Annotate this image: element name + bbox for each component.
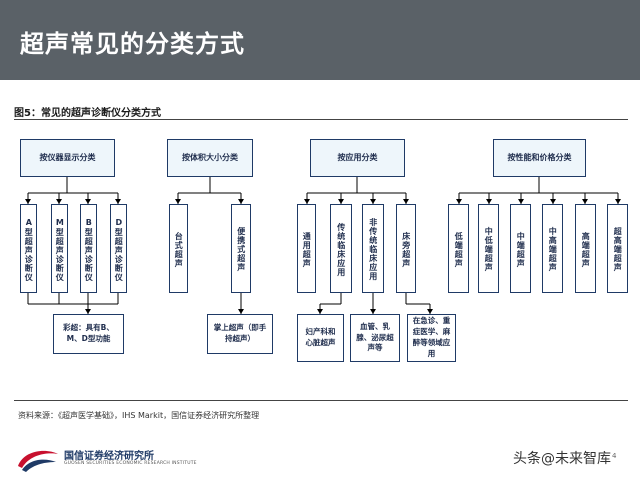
application-item-label: 通用超声 bbox=[302, 231, 312, 268]
arrowhead bbox=[304, 199, 310, 204]
arrowhead bbox=[403, 199, 409, 204]
arrowhead bbox=[456, 199, 462, 204]
watermark-text: 头条@未来智库 bbox=[513, 451, 611, 467]
application-item-label: 床旁超声 bbox=[401, 231, 411, 268]
footer-rule bbox=[14, 400, 628, 401]
display-item-label: D型超声诊断仪 bbox=[114, 217, 124, 282]
arrowhead bbox=[85, 309, 91, 314]
category-size: 按体积大小分类 bbox=[167, 139, 253, 177]
display-item-label: A型超声诊断仪 bbox=[24, 217, 34, 282]
display-note-color-doppler: 彩超：具有B、M、D型功能 bbox=[53, 314, 124, 354]
performance-item-label: 超高端超声 bbox=[613, 227, 623, 272]
display-item-d: D型超声诊断仪 bbox=[110, 204, 127, 293]
display-item-b: B型超声诊断仪 bbox=[80, 204, 97, 293]
arrowhead bbox=[582, 199, 588, 204]
arrowhead bbox=[518, 199, 524, 204]
arrowhead bbox=[85, 199, 91, 204]
page-number: 4 bbox=[612, 452, 617, 460]
figure-caption: 图5：常见的超声诊断仪分类方式 bbox=[14, 108, 161, 119]
logo-text-en: GUOSEN SECURITIES ECONOMIC RESEARCH INST… bbox=[64, 461, 197, 466]
display-item-label: M型超声诊断仪 bbox=[55, 217, 65, 282]
arrowhead bbox=[175, 199, 181, 204]
size-item-label: 便携式超声 bbox=[236, 227, 246, 272]
performance-item-high: 高端超声 bbox=[575, 204, 596, 293]
performance-item-mid-high: 中高端超声 bbox=[542, 204, 563, 293]
application-item-label: 传统临床应用 bbox=[336, 222, 346, 277]
performance-item-label: 低端超声 bbox=[454, 231, 464, 268]
size-item-label: 台式超声 bbox=[174, 231, 184, 268]
arrowhead bbox=[615, 199, 621, 204]
size-note-handheld: 掌上超声（即手持超声） bbox=[207, 314, 273, 354]
arrowhead bbox=[25, 199, 31, 204]
performance-item-label: 高端超声 bbox=[581, 231, 591, 268]
arrowhead bbox=[550, 199, 556, 204]
application-note-obstetric-cardiac: 妇产科和心脏超声 bbox=[297, 314, 344, 362]
size-item-portable: 便携式超声 bbox=[231, 204, 251, 293]
arrowhead bbox=[370, 199, 376, 204]
performance-item-label: 中高端超声 bbox=[548, 227, 558, 272]
page-title: 超声常见的分类方式 bbox=[20, 30, 245, 58]
size-item-desktop: 台式超声 bbox=[169, 204, 188, 293]
arrowhead bbox=[238, 199, 244, 204]
logo-text-cn: 国信证券经济研究所 bbox=[64, 451, 154, 462]
category-performance: 按性能和价格分类 bbox=[493, 139, 586, 177]
arrowhead bbox=[56, 199, 62, 204]
application-item-general: 通用超声 bbox=[297, 204, 316, 293]
application-note-emergency: 在急诊、重症医学、麻醉等领域应用 bbox=[407, 314, 456, 362]
display-item-label: B型超声诊断仪 bbox=[84, 217, 94, 282]
arrowhead bbox=[317, 309, 323, 314]
arrowhead bbox=[486, 199, 492, 204]
arrowhead bbox=[115, 199, 121, 204]
caption-rule bbox=[14, 119, 628, 120]
arrowhead bbox=[338, 199, 344, 204]
arrowhead bbox=[238, 309, 244, 314]
performance-item-mid-low: 中低端超声 bbox=[478, 204, 499, 293]
application-note-vascular: 血管、乳腺、泌尿超声等 bbox=[350, 314, 400, 362]
performance-item-label: 中低端超声 bbox=[484, 227, 494, 272]
source-note: 资料来源：《超声医学基础》，IHS Markit，国信证券经济研究所整理 bbox=[18, 411, 260, 420]
application-item-traditional: 传统临床应用 bbox=[330, 204, 352, 293]
header-bar: 超声常见的分类方式 bbox=[0, 0, 640, 80]
performance-item-mid: 中端超声 bbox=[510, 204, 531, 293]
arrowhead bbox=[427, 309, 433, 314]
application-item-label: 非传统临床应用 bbox=[368, 218, 378, 281]
application-item-bedside: 床旁超声 bbox=[396, 204, 416, 293]
category-display: 按仪器显示分类 bbox=[20, 139, 115, 177]
arrowhead bbox=[370, 309, 376, 314]
guosen-logo-icon bbox=[18, 450, 58, 472]
display-item-m: M型超声诊断仪 bbox=[51, 204, 68, 293]
performance-item-ultra-high: 超高端超声 bbox=[607, 204, 628, 293]
category-application: 按应用分类 bbox=[310, 139, 405, 177]
application-item-nontraditional: 非传统临床应用 bbox=[362, 204, 384, 293]
performance-item-low: 低端超声 bbox=[448, 204, 469, 293]
display-item-a: A型超声诊断仪 bbox=[20, 204, 37, 293]
performance-item-label: 中端超声 bbox=[516, 231, 526, 268]
